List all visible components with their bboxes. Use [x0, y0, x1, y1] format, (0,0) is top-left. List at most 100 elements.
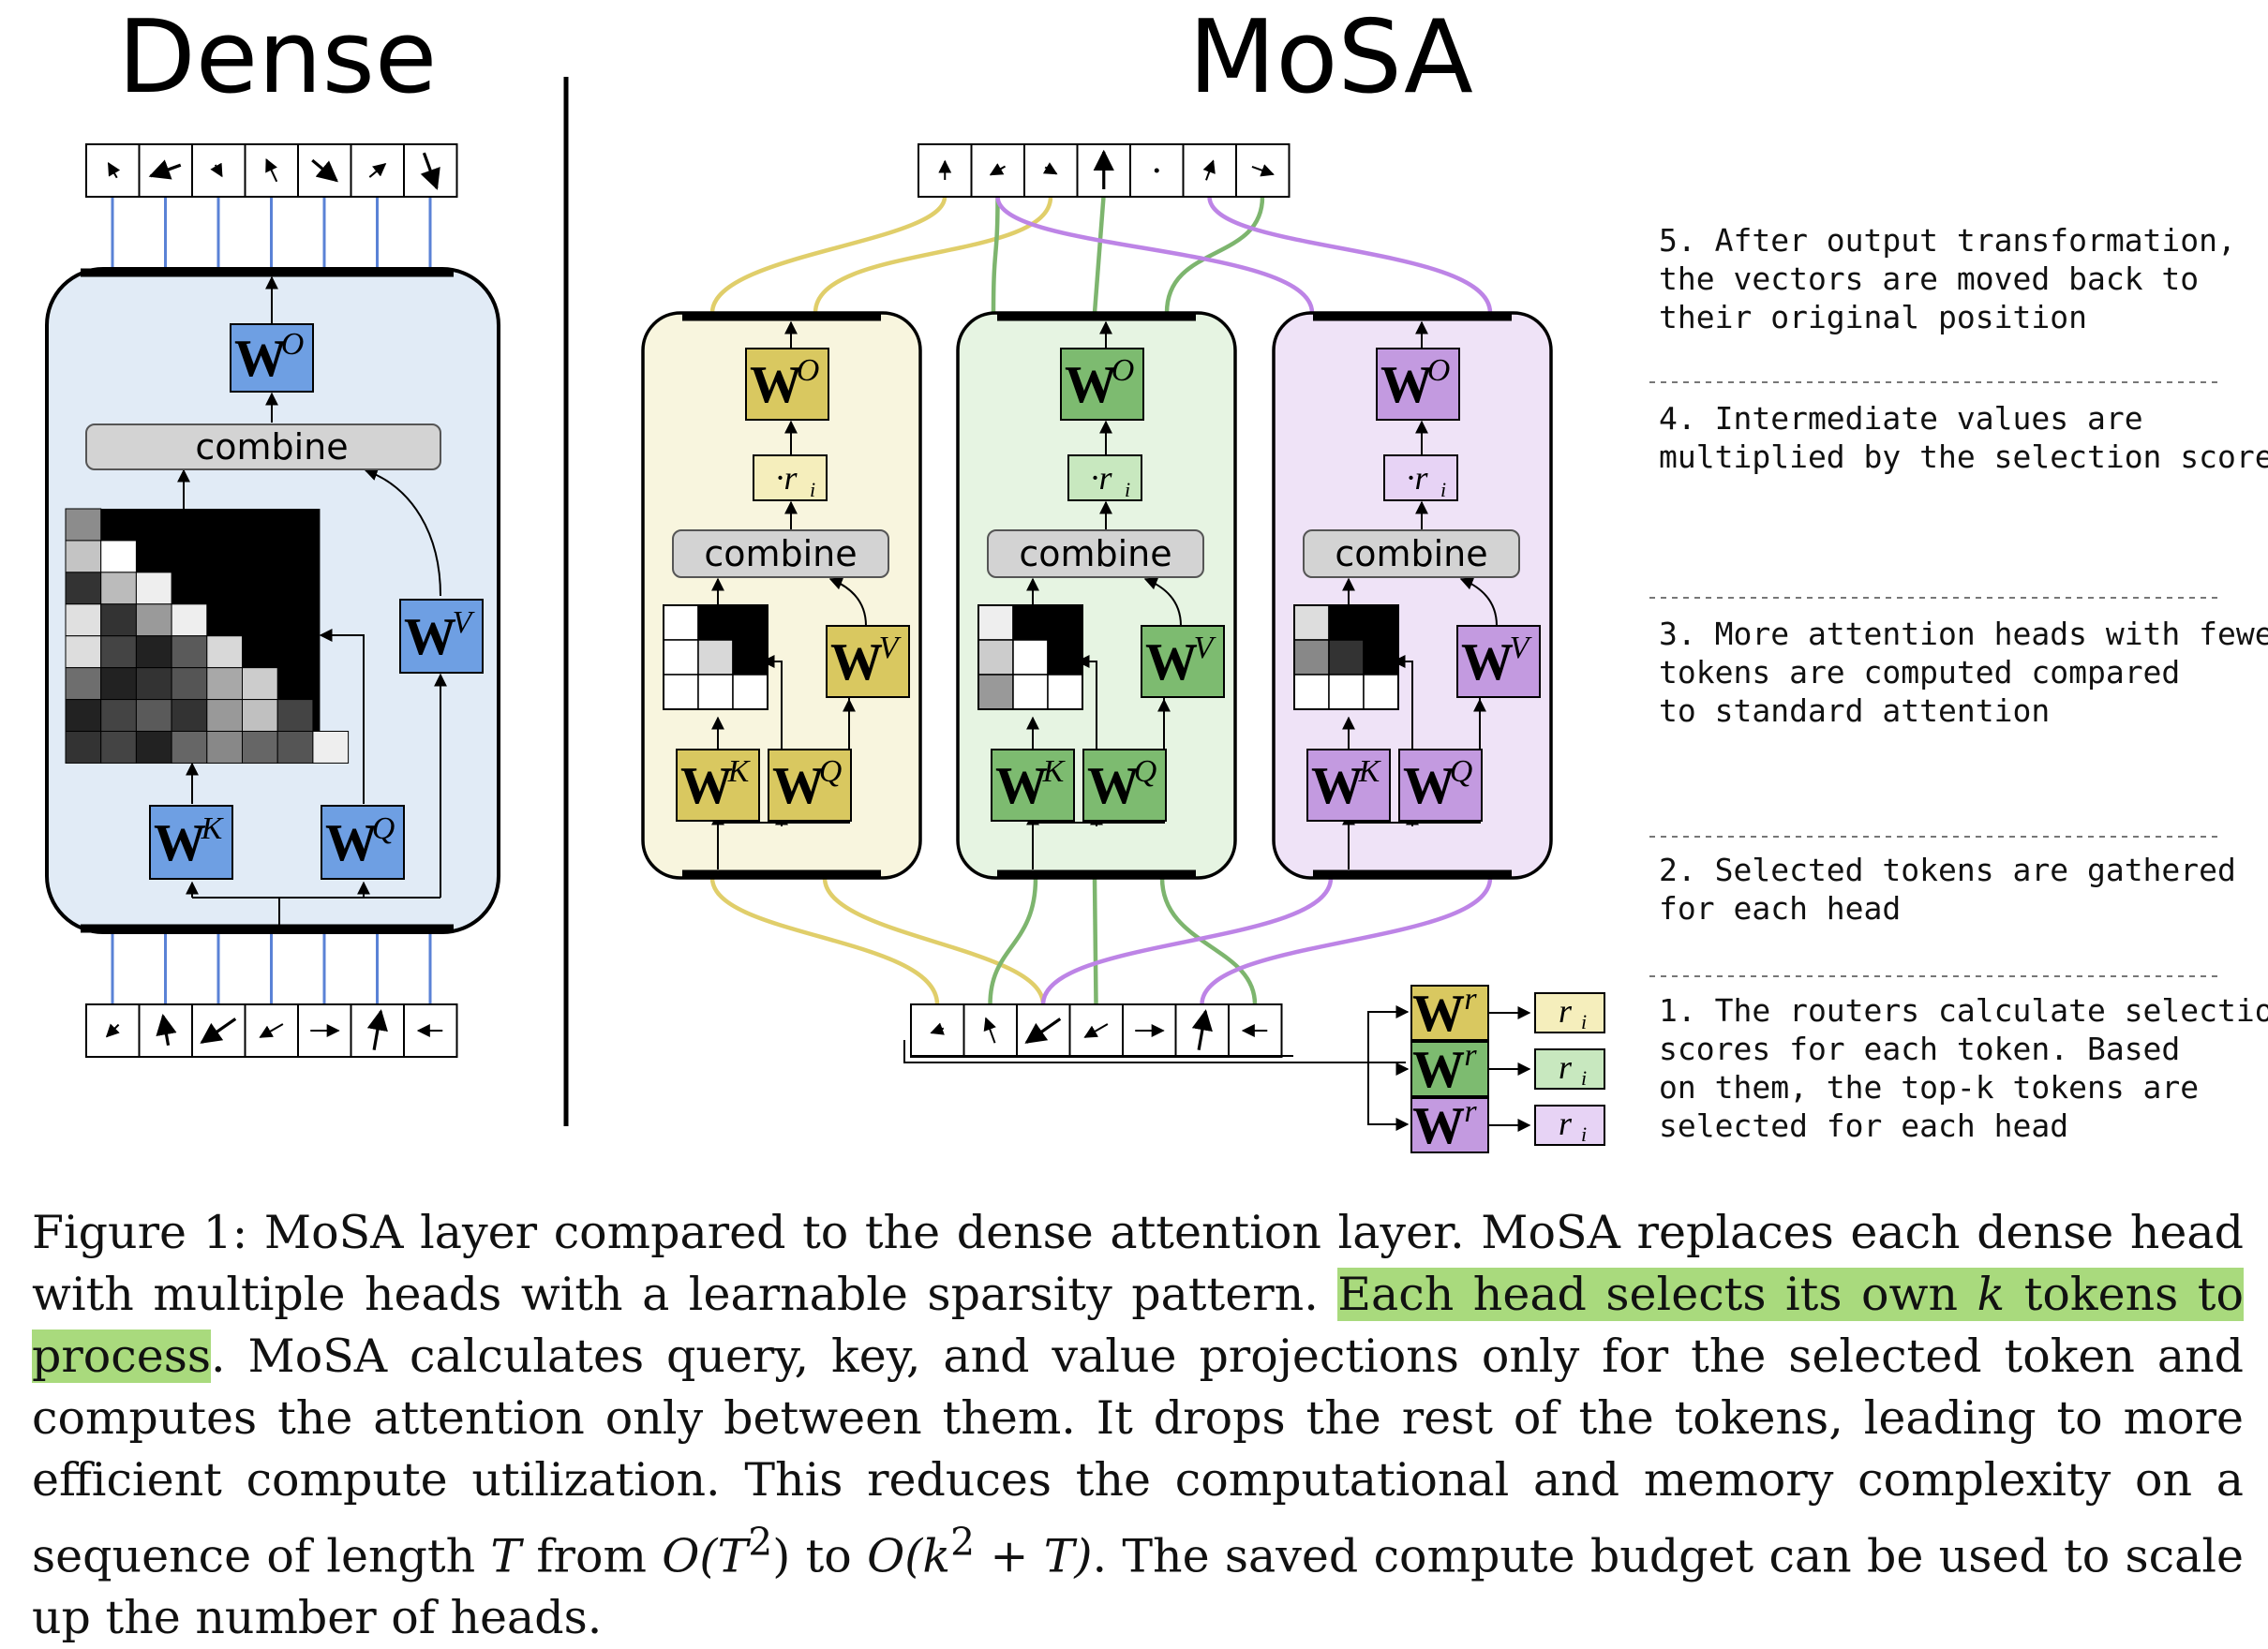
dense-matrix-cell [65, 603, 102, 637]
head-matrix-cell [697, 639, 734, 676]
routing-curve-purple-7 [1207, 196, 1493, 314]
head-q-matrix-arrow [1076, 655, 1097, 750]
dense-in-token-3 [191, 1003, 246, 1058]
head-v-combine-arrow [828, 577, 867, 627]
head-wk: WK [676, 749, 760, 822]
head-combine-label: combine [1335, 533, 1487, 574]
head-wq-sup: Q [819, 754, 843, 789]
dense-out-token-7 [403, 143, 458, 198]
dense-matrix-cell [135, 667, 172, 701]
caption-to: to [790, 1529, 868, 1583]
head-matrix-cell [1293, 639, 1330, 676]
dense-matrix-cell [100, 540, 137, 573]
caption-body: . MoSA calculates query, key, and value … [32, 1330, 2244, 1583]
dense-matrix-cell [171, 603, 208, 637]
caption-sq-2: 2 [950, 1520, 976, 1565]
caption-plus-T: + T) [975, 1529, 1093, 1583]
head-score-sub: i [1440, 478, 1446, 501]
head-wo-sup: O [1112, 353, 1135, 388]
mosa-in-token-5 [1122, 1003, 1177, 1058]
head-matrix-cell [977, 674, 1014, 710]
step-4: 4. Intermediate values are multiplied by… [1659, 400, 2268, 475]
head-wv-W: W [1145, 633, 1198, 691]
head-matrix-frame [1293, 604, 1399, 710]
mosa-in-token-6 [1174, 1003, 1230, 1058]
routing-curve-green-3 [991, 196, 1000, 314]
mosa-out-token-7 [1235, 143, 1291, 198]
dense-in-token-1 [85, 1003, 141, 1058]
head-matrix-frame [977, 604, 1083, 710]
head-combine-box [987, 529, 1204, 578]
head-wo-W: W [750, 356, 802, 414]
head-wo-bg [1060, 348, 1144, 421]
dense-out-token-3 [191, 143, 246, 198]
head-matrix-cell [732, 639, 768, 676]
head-matrix-cell [1363, 604, 1399, 641]
head-v-combine-arrow [1459, 577, 1498, 627]
step-line: to standard attention [1659, 692, 2050, 729]
head-wv-bg [1141, 625, 1225, 698]
head-matrix-cell [663, 674, 699, 710]
head-matrix-cell [1363, 639, 1399, 676]
dense-wq: WQ [321, 805, 405, 880]
dense-out-token-arrow [148, 159, 182, 180]
mosa-in-token-arrow [983, 1017, 996, 1044]
routing-curve-green-4 [1092, 196, 1106, 314]
head-wv: WV [1141, 625, 1225, 698]
dense-matrix-cell [65, 572, 102, 605]
head-wo-bg [745, 348, 829, 421]
head-wv: WV [826, 625, 910, 698]
head-matrix-cell [1047, 674, 1083, 710]
routing-curve-green-11 [1092, 877, 1098, 1005]
head-matrix-cell [1012, 604, 1049, 641]
mosa-out-token-6 [1182, 143, 1237, 198]
mosa-input-tokens [910, 1003, 1283, 1058]
routing-curve-purple-6 [995, 196, 1315, 314]
head-v-combine-arrow [1143, 577, 1182, 627]
dense-in-token-arrow [200, 1018, 237, 1044]
head-wk: WK [1306, 749, 1391, 822]
head-combine-label: combine [1019, 533, 1171, 574]
dense-matrix-cell [276, 731, 314, 764]
dense-out-token-arrow [107, 161, 121, 179]
dense-matrix-cell [135, 731, 172, 764]
dense-matrix-cell [65, 540, 102, 573]
dense-matrix-cell [100, 572, 137, 605]
mosa-in-token-3 [1016, 1003, 1071, 1058]
dense-wv-W: W [404, 608, 456, 666]
head-wk-W: W [1311, 757, 1364, 815]
mosa-in-token-1 [910, 1003, 965, 1058]
step-line: the vectors are moved back to [1659, 260, 2199, 297]
dense-in-token-arrow [366, 1009, 388, 1050]
routing-curve-yellow-2 [813, 196, 1053, 314]
head-matrix-cell [1047, 604, 1083, 641]
dense-in-token-arrow [105, 1023, 120, 1038]
mosa-out-token-arrow [1202, 159, 1216, 181]
mosa-in-token-arrow [1191, 1009, 1213, 1050]
dense-wo-W: W [234, 330, 287, 388]
dense-wo: WO [230, 323, 314, 393]
caption-complexity-dense: O(T [662, 1529, 749, 1583]
head-matrix-cell [663, 604, 699, 641]
step-3: 3. More attention heads with fewer token… [1659, 616, 2268, 729]
dense-matrix-cell [100, 635, 137, 669]
head-wk-bg [676, 749, 760, 822]
dense-wk-W: W [154, 814, 206, 872]
head-wq-sup: Q [1450, 754, 1473, 789]
dense-matrix-cell [242, 731, 278, 764]
caption-from: from [521, 1529, 663, 1583]
router-w-yellow-sup: r [1464, 982, 1477, 1017]
head-matrix-cell [732, 604, 768, 641]
dense-matrix-cell [100, 731, 137, 764]
head-score-text: ·r [1090, 459, 1112, 497]
head-q-matrix-arrow [1392, 655, 1413, 750]
head-wk: WK [991, 749, 1075, 822]
mosa-out-token-arrow [989, 163, 1007, 176]
dense-matrix-cell [206, 635, 244, 669]
